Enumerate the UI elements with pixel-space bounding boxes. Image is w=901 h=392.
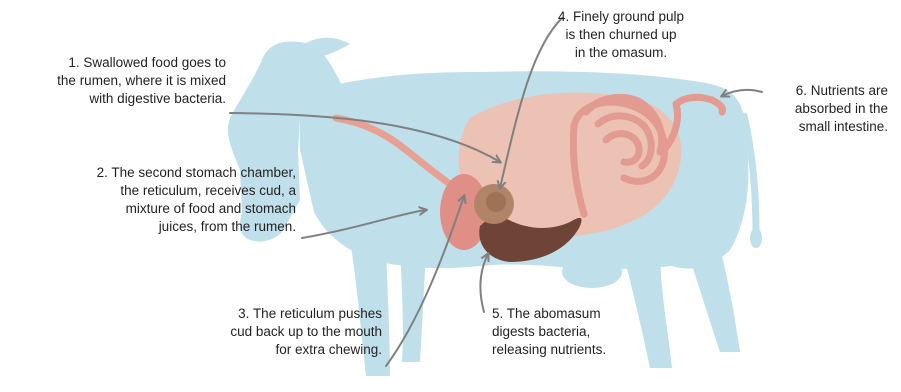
step-3-line-2: cud back up to the mouth	[140, 323, 382, 341]
step-3-line-3: for extra chewing.	[140, 341, 382, 359]
cow-udder	[562, 256, 622, 288]
step-3-label: 3. The reticulum pushes cud back up to t…	[140, 305, 382, 359]
step-4-line-3: in the omasum.	[526, 44, 716, 62]
step-6-line-3: small intestine.	[756, 118, 888, 136]
step-6-line-1: 6. Nutrients are	[756, 82, 888, 100]
step-5-line-1: 5. The abomasum	[492, 305, 692, 323]
cow-tail-tip	[750, 228, 762, 248]
omasum-inner	[486, 192, 506, 212]
step-2-line-4: juices, from the rumen.	[20, 218, 296, 236]
step-2-line-3: mixture of food and stomach	[20, 200, 296, 218]
step-5-line-2: digests bacteria,	[492, 323, 692, 341]
step-2-label: 2. The second stomach chamber, the retic…	[20, 164, 296, 236]
step-4-label: 4. Finely ground pulp is then churned up…	[526, 8, 716, 62]
step-1-line-2: the rumen, where it is mixed	[0, 72, 226, 90]
step-4-line-1: 4. Finely ground pulp	[526, 8, 716, 26]
step-4-line-2: is then churned up	[526, 26, 716, 44]
step-3-line-1: 3. The reticulum pushes	[140, 305, 382, 323]
step-2-line-2: the reticulum, receives cud, a	[20, 182, 296, 200]
step-6-line-2: absorbed in the	[756, 100, 888, 118]
step-1-label: 1. Swallowed food goes to the rumen, whe…	[0, 54, 226, 108]
step-2-line-1: 2. The second stomach chamber,	[20, 164, 296, 182]
step-1-line-3: with digestive bacteria.	[0, 90, 226, 108]
step-1-line-1: 1. Swallowed food goes to	[0, 54, 226, 72]
step-5-line-3: releasing nutrients.	[492, 341, 692, 359]
step-6-label: 6. Nutrients are absorbed in the small i…	[756, 82, 888, 136]
step-5-label: 5. The abomasum digests bacteria, releas…	[492, 305, 692, 359]
